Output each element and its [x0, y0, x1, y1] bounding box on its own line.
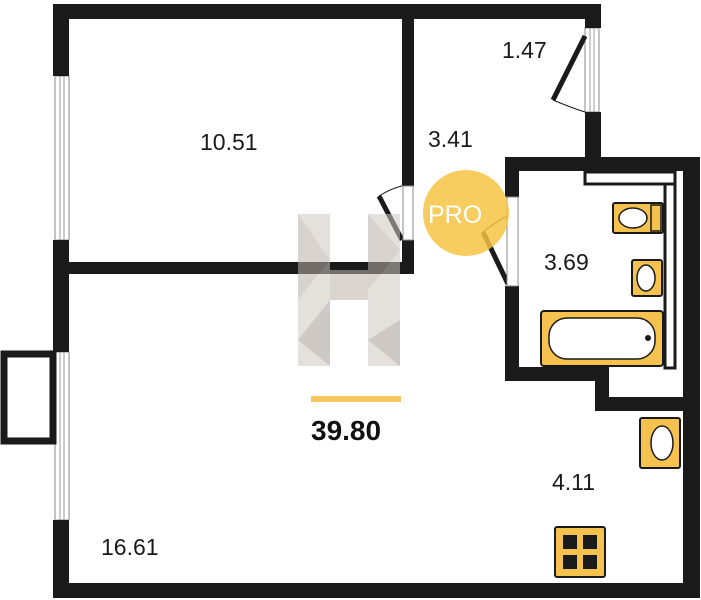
sink-icon: [631, 259, 663, 297]
bathtub-icon: [540, 310, 664, 367]
walls: [0, 4, 700, 598]
pro-badge-text: PRO: [428, 201, 482, 229]
toilet-icon: [612, 202, 664, 234]
total-area-label: 39.80: [311, 415, 381, 446]
window-icon: [584, 27, 600, 113]
kitchen-area-label: 4.11: [552, 469, 595, 495]
total-area-accent-bar: [311, 396, 401, 402]
bathroom-area-label: 3.69: [544, 249, 589, 275]
logo-watermark: [298, 214, 400, 366]
door-icon: [550, 34, 588, 113]
window-icon: [54, 351, 70, 521]
storage-area-label: 1.47: [502, 37, 547, 63]
room-area-label: 10.51: [200, 129, 258, 155]
window-icon: [54, 75, 70, 241]
hall-area-label: 3.41: [428, 126, 473, 152]
pro-badge: PRO: [423, 170, 509, 256]
kitchen-sink-icon: [639, 417, 681, 469]
stove-icon: [554, 526, 606, 578]
living-area-label: 16.61: [101, 534, 159, 560]
